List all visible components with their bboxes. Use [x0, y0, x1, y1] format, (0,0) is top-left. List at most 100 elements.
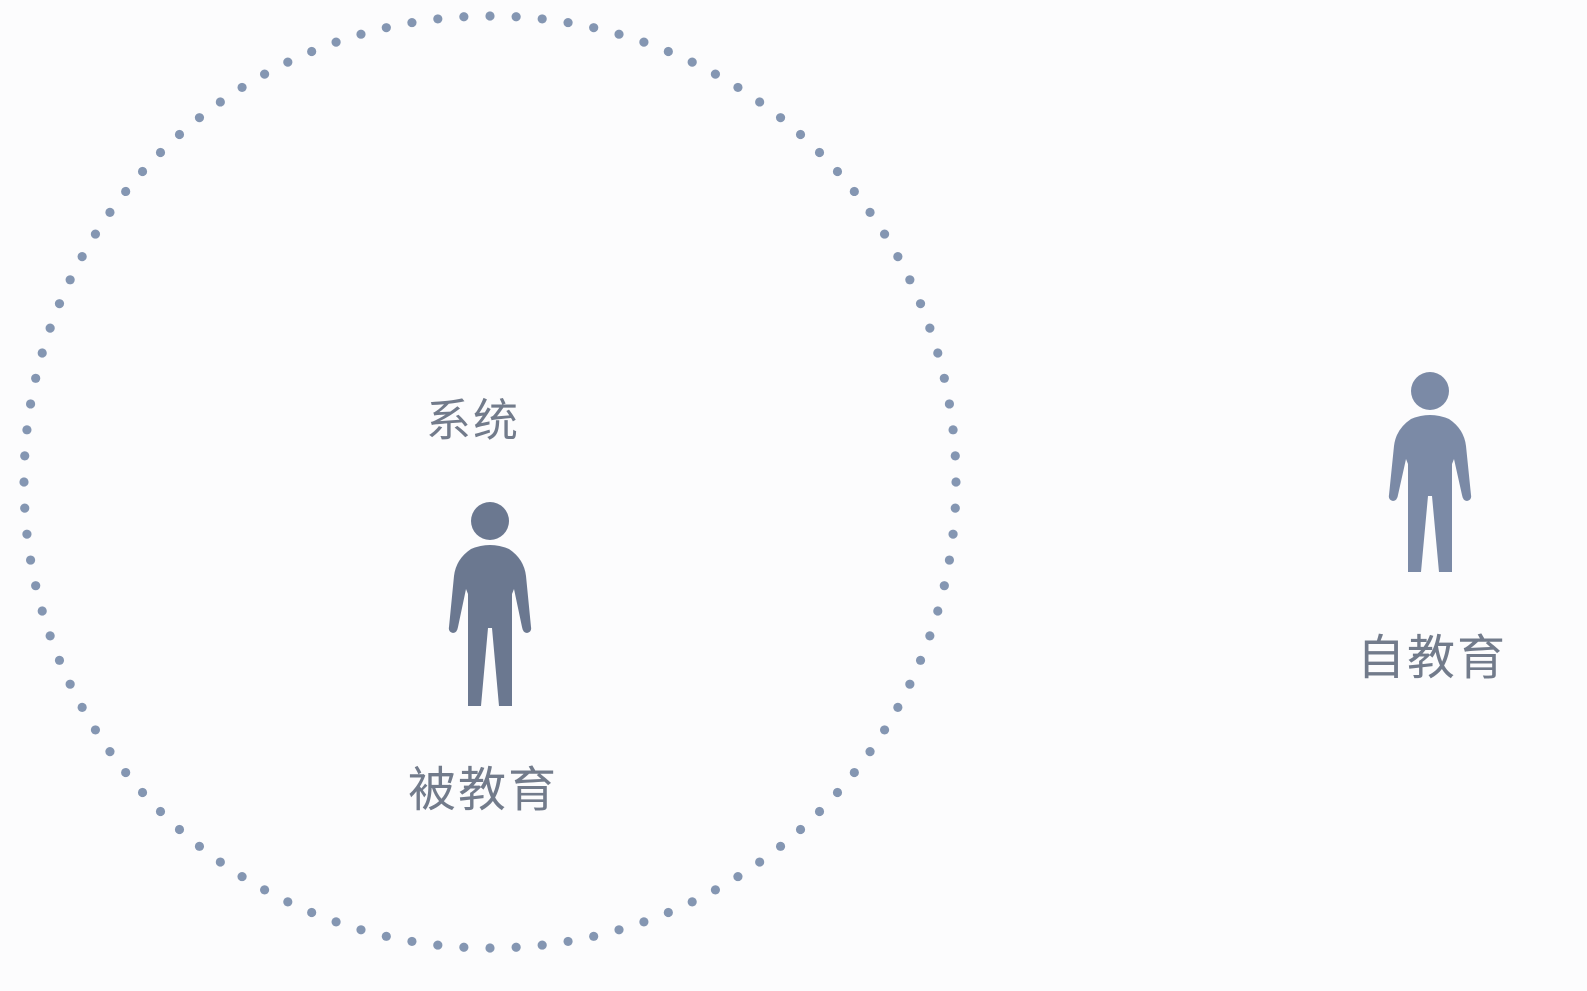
boundary-dot — [639, 917, 649, 927]
boundary-dot — [137, 787, 148, 798]
boundary-dots — [19, 11, 961, 953]
boundary-dot — [381, 23, 391, 33]
boundary-dot — [939, 373, 949, 383]
boundary-dot — [45, 323, 55, 333]
boundary-dot — [20, 503, 30, 513]
boundary-dot — [950, 451, 960, 461]
boundary-dot — [755, 97, 765, 107]
boundary-dot — [687, 897, 697, 907]
boundary-dot — [511, 12, 521, 22]
boundary-dot — [849, 767, 859, 778]
boundary-dot — [155, 806, 166, 817]
person-icon — [1388, 372, 1472, 572]
boundary-dot — [105, 207, 115, 217]
boundary-dot — [174, 129, 185, 140]
inside-person-label: 被教育 — [408, 762, 559, 818]
boundary-dot — [944, 555, 955, 565]
boundary-dot — [259, 69, 270, 79]
boundary-dot — [639, 37, 649, 47]
boundary-dot — [459, 942, 469, 952]
boundary-dot — [832, 166, 843, 177]
boundary-dot — [925, 323, 935, 333]
boundary-dot — [105, 747, 115, 757]
boundary-dot — [407, 936, 417, 947]
boundary-dot — [915, 299, 926, 309]
boundary-dot — [407, 17, 417, 28]
boundary-dot — [663, 46, 673, 57]
boundary-dot — [307, 907, 317, 918]
boundary-dot — [194, 841, 205, 851]
boundary-dot — [485, 11, 495, 21]
boundary-dot — [832, 787, 843, 798]
boundary-dot — [948, 529, 958, 539]
boundary-dot — [537, 940, 547, 950]
boundary-dot — [20, 451, 30, 461]
boundary-dot — [893, 702, 903, 713]
boundary-dot — [893, 251, 903, 262]
boundary-dot — [614, 925, 624, 935]
boundary-dot — [215, 97, 225, 107]
boundary-dot — [90, 229, 101, 239]
boundary-dot — [174, 824, 185, 835]
boundary-dot — [948, 425, 958, 435]
boundary-dot — [733, 871, 743, 882]
boundary-dot — [485, 943, 495, 953]
boundary-dot — [915, 655, 926, 665]
boundary-dot — [37, 348, 47, 358]
boundary-dot — [54, 655, 65, 665]
boundary-dot — [65, 275, 75, 285]
boundary-dot — [950, 503, 960, 513]
boundary-dot — [237, 82, 247, 93]
outside-person-label: 自教育 — [1357, 630, 1508, 686]
boundary-dot — [710, 885, 721, 895]
boundary-dot — [137, 166, 148, 177]
boundary-dot — [45, 631, 55, 641]
boundary-dot — [537, 14, 547, 24]
boundary-dot — [307, 46, 317, 57]
boundary-dot — [879, 229, 890, 239]
boundary-dot — [331, 37, 341, 47]
boundary-dot — [614, 29, 624, 39]
boundary-dot — [381, 931, 391, 941]
boundary-dot — [77, 702, 87, 713]
boundary-dot — [433, 14, 443, 24]
boundary-dot — [155, 147, 166, 158]
boundary-dot — [563, 936, 573, 947]
boundary-dot — [31, 581, 41, 591]
boundary-dot — [849, 186, 859, 197]
boundary-dot — [37, 606, 47, 616]
boundary-dot — [194, 113, 205, 123]
boundary-dot — [459, 12, 469, 22]
boundary-dot — [283, 57, 293, 67]
boundary-dot — [687, 57, 697, 67]
boundary-dot — [905, 275, 915, 285]
boundary-dot — [865, 747, 875, 757]
boundary-dot — [237, 871, 247, 882]
boundary-dot — [814, 147, 825, 158]
boundary-dot — [25, 555, 36, 565]
boundary-dot — [589, 23, 599, 33]
boundary-dot — [865, 207, 875, 217]
boundary-dot — [215, 857, 225, 867]
boundary-dot — [879, 725, 890, 735]
boundary-dot — [710, 69, 721, 79]
boundary-dot — [259, 885, 270, 895]
boundary-dot — [331, 917, 341, 927]
boundary-dot — [90, 725, 101, 735]
boundary-dot — [589, 931, 599, 941]
boundary-dot — [25, 399, 36, 409]
boundary-dot — [925, 631, 935, 641]
boundary-dot — [563, 17, 573, 28]
boundary-dot — [951, 477, 961, 487]
boundary-dot — [944, 399, 955, 409]
boundary-dot — [31, 373, 41, 383]
person-icon — [448, 502, 532, 706]
boundary-dot — [22, 425, 32, 435]
boundary-dot — [733, 82, 743, 93]
boundary-dot — [22, 529, 32, 539]
boundary-dot — [19, 477, 29, 487]
boundary-dot — [775, 113, 786, 123]
boundary-dot — [939, 581, 949, 591]
boundary-dot — [54, 299, 65, 309]
